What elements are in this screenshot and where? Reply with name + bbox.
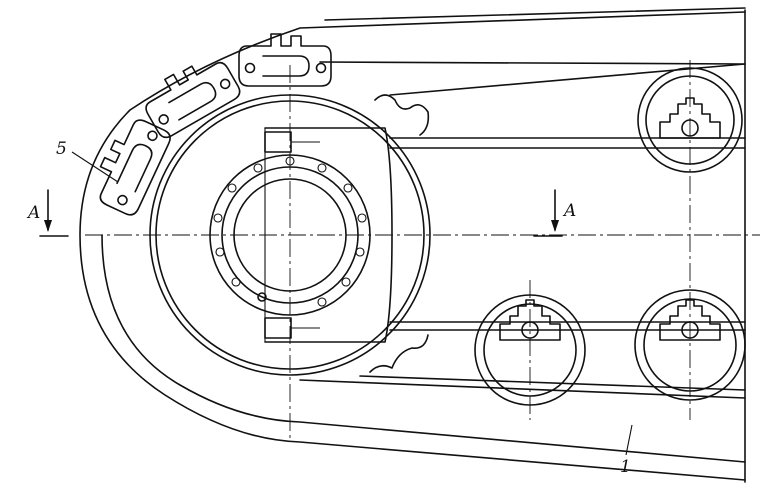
track-inner-boundary: [101, 63, 746, 463]
track-link-3: [238, 33, 332, 87]
label-section-left: A: [26, 203, 40, 223]
upper-guide-rail: [319, 7, 746, 65]
through-bolt-lower: [264, 317, 320, 339]
lower-guide-rail: [299, 375, 746, 399]
frame-beam: [389, 137, 746, 331]
label-section-right: A: [562, 201, 576, 221]
sprocket-teeth-upper: [374, 94, 430, 136]
leader-part-1: [625, 424, 633, 456]
section-marker-left: [39, 189, 69, 237]
section-marker-right: [533, 189, 563, 237]
track-outer-boundary: [79, 11, 746, 481]
label-part-5: 5: [56, 139, 67, 159]
leader-part-5: [71, 151, 119, 183]
sprocket-teeth-lower: [369, 334, 429, 373]
through-bolt-upper: [264, 131, 320, 153]
label-part-1: 1: [620, 457, 631, 477]
